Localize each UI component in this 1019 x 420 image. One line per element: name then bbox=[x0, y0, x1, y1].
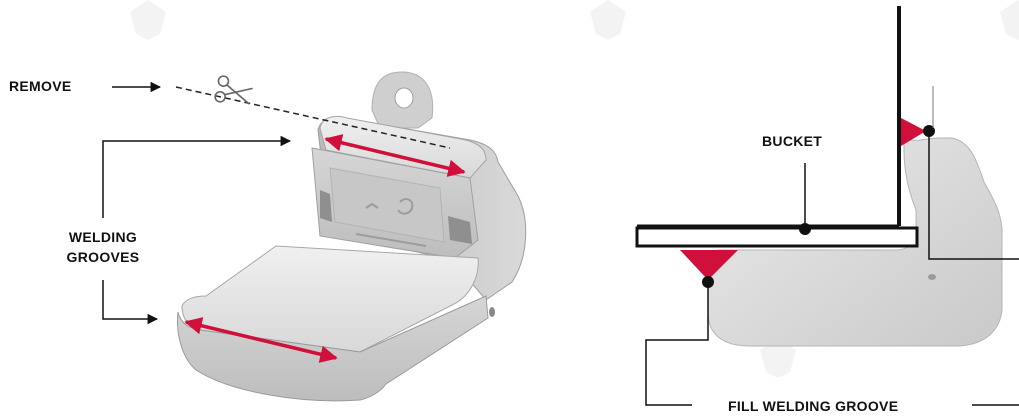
cross-section bbox=[635, 6, 1019, 406]
scissors-icon bbox=[214, 75, 253, 105]
profile-hole bbox=[928, 274, 936, 280]
remove-callout bbox=[112, 75, 451, 149]
remove-label: REMOVE bbox=[9, 78, 72, 94]
recessed-panel bbox=[329, 167, 445, 243]
bucket-plate bbox=[635, 226, 919, 248]
welding-groove-markers-left bbox=[184, 134, 466, 363]
fill-welding-groove-label: FILL WELDING GROOVE bbox=[728, 398, 899, 414]
cut-line bbox=[175, 86, 451, 149]
weld-on-part-3d bbox=[177, 71, 527, 402]
welding-grooves-label-line2: GROOVES bbox=[66, 249, 140, 265]
welding-groove-upper bbox=[324, 134, 466, 177]
welding-grooves-bracket bbox=[102, 135, 292, 325]
welding-grooves-label: WELDING GROOVES bbox=[48, 227, 158, 267]
lifting-eye-hole bbox=[394, 87, 414, 109]
weld-fill-lower bbox=[680, 250, 738, 280]
bucket-label: BUCKET bbox=[762, 133, 823, 149]
embossed-logo bbox=[355, 198, 427, 247]
welding-groove-lower bbox=[184, 317, 338, 363]
side-hole bbox=[489, 307, 495, 317]
welding-grooves-label-line1: WELDING bbox=[68, 229, 138, 245]
weld-fill-upper bbox=[901, 118, 926, 146]
